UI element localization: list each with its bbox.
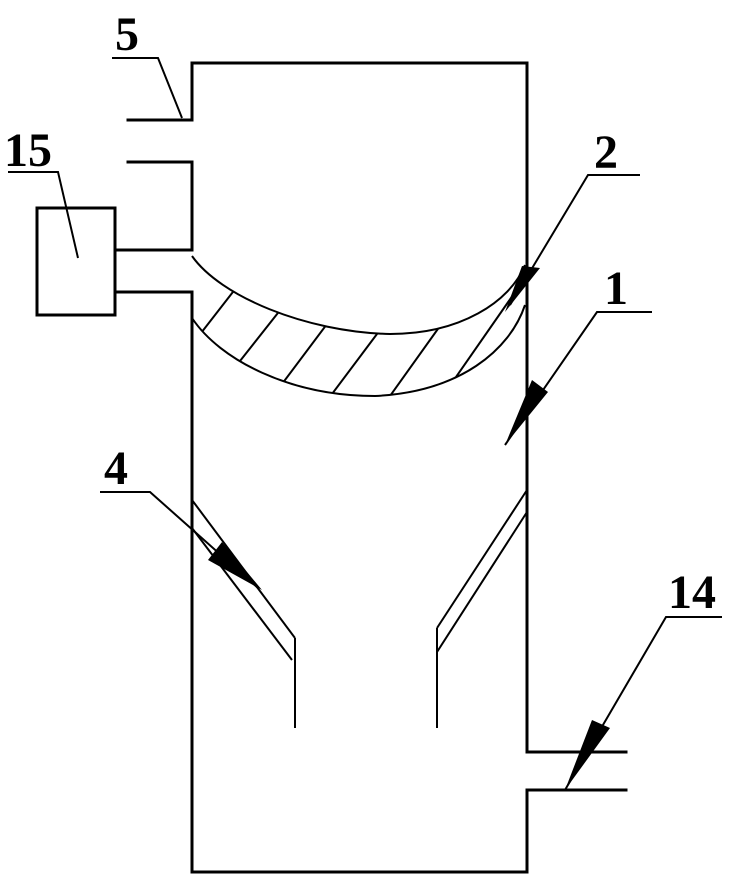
- label-1: 1: [604, 262, 628, 315]
- arrowhead-1: [505, 380, 548, 445]
- device-box: [35, 206, 117, 317]
- device-box-15: [35, 206, 194, 317]
- band-upper-curve: [191, 255, 526, 336]
- label-4: 4: [104, 442, 128, 495]
- arrowhead-4: [208, 542, 262, 590]
- funnel-right-outer: [436, 489, 528, 629]
- label-5: 5: [115, 8, 139, 61]
- leader-line-5: [112, 57, 183, 119]
- leader-15: [8, 171, 79, 259]
- funnel-right-inner: [436, 511, 528, 653]
- band-lower-curve: [191, 304, 526, 398]
- leader-line-14: [564, 616, 722, 791]
- side-pipe-14: [525, 750, 628, 792]
- label-15: 15: [4, 124, 52, 177]
- leader-1: [504, 311, 652, 446]
- outlet-pipe-5: [126, 118, 194, 164]
- vessel-body: [190, 61, 529, 874]
- label-2: 2: [594, 126, 618, 179]
- leader-2: [505, 174, 640, 312]
- band-hatching: [192, 269, 525, 396]
- inner-funnel-4: [191, 489, 528, 728]
- funnel-left-inner: [191, 527, 293, 661]
- leader-5: [112, 57, 183, 119]
- arrowhead-2: [505, 266, 540, 312]
- leader-line-2: [509, 174, 640, 306]
- arrowhead-14: [565, 720, 610, 790]
- curved-band-2: [191, 255, 526, 398]
- label-14: 14: [668, 566, 716, 619]
- leader-line-15: [8, 171, 79, 259]
- leader-4: [100, 491, 262, 590]
- leader-14: [564, 616, 722, 791]
